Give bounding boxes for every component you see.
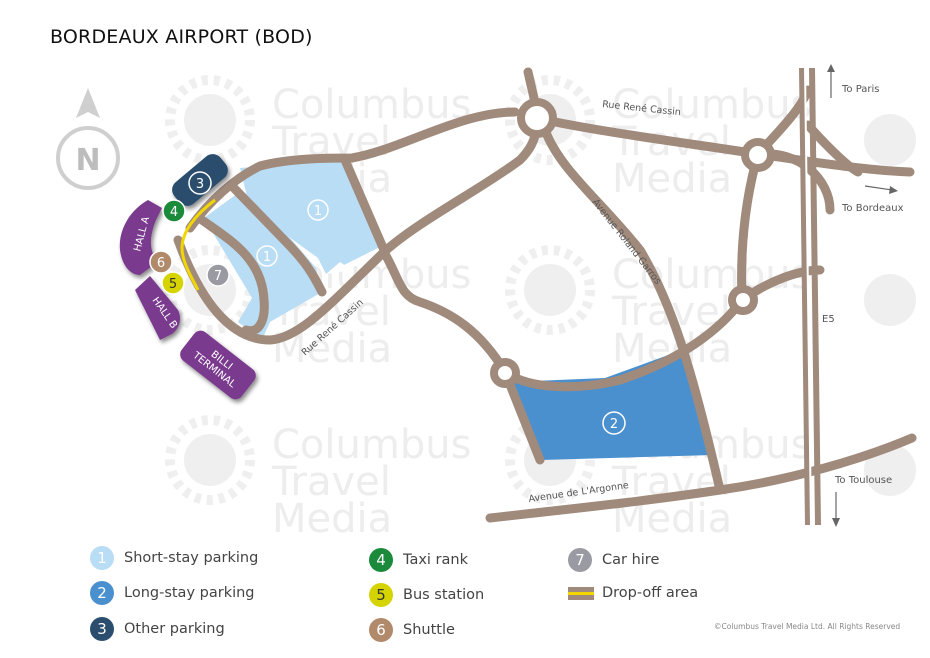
legend-label: Shuttle bbox=[403, 622, 455, 638]
watermark-line-1: Columbus bbox=[272, 422, 471, 468]
direction-toulouse-label: To Toulouse bbox=[834, 475, 892, 486]
north-compass-icon: N bbox=[56, 88, 120, 190]
compass-letter: N bbox=[75, 143, 100, 178]
roundabout-mid bbox=[728, 285, 758, 315]
watermark-line-3: Media bbox=[612, 156, 732, 202]
legend-item-car-hire: 7 Car hire bbox=[568, 548, 659, 572]
motorway-e5 bbox=[799, 67, 821, 526]
dropoff-area-line bbox=[180, 198, 216, 291]
legend-label: Car hire bbox=[602, 552, 660, 568]
marker-shuttle: 6 bbox=[149, 250, 173, 274]
legend-label: Other parking bbox=[124, 621, 225, 637]
watermark-line-1: Columbus bbox=[612, 82, 811, 128]
direction-paris-label: To Paris bbox=[841, 84, 880, 95]
watermark-line-2: Travel bbox=[271, 459, 391, 505]
marker-5-label: 5 bbox=[169, 277, 177, 292]
legend-label: Taxi rank bbox=[403, 552, 468, 568]
dropoff-swatch-icon bbox=[568, 586, 594, 600]
watermark-line-3: Media bbox=[272, 496, 392, 542]
marker-bus: 5 bbox=[161, 271, 185, 295]
marker-car-hire: 7 bbox=[206, 263, 230, 287]
legend-item-other-parking: 3 Other parking bbox=[90, 617, 225, 641]
legend-badge: 2 bbox=[90, 581, 114, 605]
legend-item-dropoff: Drop-off area bbox=[568, 585, 698, 601]
parking-white-notch bbox=[326, 262, 352, 274]
marker-3-label: 3 bbox=[196, 177, 204, 192]
long-stay-parking-area bbox=[510, 350, 713, 460]
roundabouts bbox=[490, 98, 775, 388]
marker-7-label: 7 bbox=[214, 269, 222, 284]
legend-label: Short-stay parking bbox=[124, 550, 259, 566]
legend-badge: 4 bbox=[369, 548, 393, 572]
marker-long-stay: 2 bbox=[602, 411, 626, 435]
legend-badge: 7 bbox=[568, 548, 592, 572]
legend-badge: 3 bbox=[90, 617, 114, 641]
legend-badge: 6 bbox=[369, 618, 393, 642]
legend-item-shuttle: 6 Shuttle bbox=[369, 618, 455, 642]
legend-item-long-stay: 2 Long-stay parking bbox=[90, 581, 255, 605]
legend-badge: 1 bbox=[90, 546, 114, 570]
direction-toulouse: To Toulouse bbox=[832, 475, 892, 527]
direction-bordeaux-label: To Bordeaux bbox=[841, 203, 904, 214]
marker-short-stay-b: 1 bbox=[256, 245, 278, 267]
legend-label: Drop-off area bbox=[602, 585, 699, 601]
page-title: BORDEAUX AIRPORT (BOD) bbox=[50, 26, 313, 48]
road-label-e5: E5 bbox=[822, 314, 835, 325]
marker-2-label: 2 bbox=[610, 417, 618, 432]
copyright-notice: ©Columbus Travel Media Ltd. All Rights R… bbox=[714, 622, 901, 631]
legend-item-bus: 5 Bus station bbox=[369, 583, 484, 607]
marker-1a-label: 1 bbox=[314, 204, 322, 219]
direction-bordeaux: To Bordeaux bbox=[841, 185, 904, 214]
legend-item-short-stay: 1 Short-stay parking bbox=[90, 546, 258, 570]
legend-badge: 5 bbox=[369, 583, 393, 607]
marker-1b-label: 1 bbox=[263, 250, 271, 265]
marker-4-label: 4 bbox=[170, 205, 178, 220]
marker-taxi: 4 bbox=[162, 199, 186, 223]
roundabout-south bbox=[490, 358, 520, 388]
direction-paris: To Paris bbox=[827, 64, 880, 98]
legend-label: Long-stay parking bbox=[124, 585, 255, 601]
marker-short-stay-a: 1 bbox=[307, 199, 329, 221]
motorway-median bbox=[804, 67, 812, 526]
watermark-line-1: Columbus bbox=[272, 82, 471, 128]
legend-label: Bus station bbox=[403, 587, 485, 603]
marker-6-label: 6 bbox=[157, 256, 165, 271]
legend-item-taxi: 4 Taxi rank bbox=[369, 548, 468, 572]
marker-other-parking: 3 bbox=[188, 171, 212, 195]
roundabout-north bbox=[517, 98, 557, 138]
roundabout-east bbox=[741, 138, 775, 172]
